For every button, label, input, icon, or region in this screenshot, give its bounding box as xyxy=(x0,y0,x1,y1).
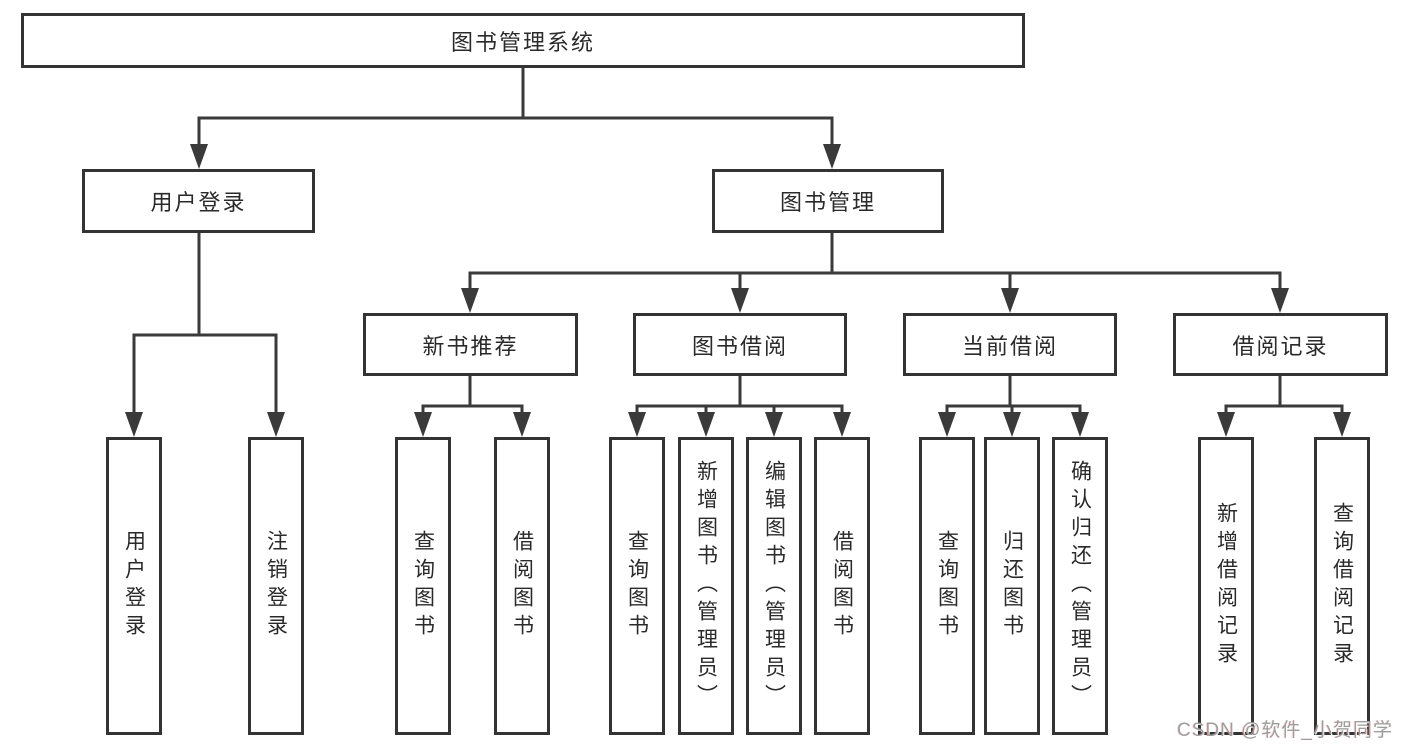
leaf-label: 借阅图书 xyxy=(830,530,854,642)
leaf-borrow-books: 借阅图书 xyxy=(814,437,870,735)
node-label: 新书推荐 xyxy=(422,333,519,359)
csdn-watermark: CSDN @软件_小贺同学 xyxy=(1177,720,1393,741)
leaf-query-books-current: 查询图书 xyxy=(919,437,975,735)
node-new-book-recommendation: 新书推荐 xyxy=(363,313,578,376)
node-book-borrowing: 图书借阅 xyxy=(633,313,847,376)
leaf-label: 新增借阅记录 xyxy=(1214,502,1238,670)
leaf-add-borrow-record: 新增借阅记录 xyxy=(1198,437,1254,735)
leaf-query-books-borrow: 查询图书 xyxy=(609,437,665,735)
node-current-borrowing: 当前借阅 xyxy=(903,313,1117,376)
node-user-login: 用户登录 xyxy=(82,169,315,233)
node-label: 用户登录 xyxy=(150,190,247,215)
leaf-query-books-newbooks: 查询图书 xyxy=(395,437,451,735)
leaf-label: 查询借阅记录 xyxy=(1330,502,1354,670)
node-label: 图书管理系统 xyxy=(450,29,595,55)
node-label: 图书管理 xyxy=(779,190,876,215)
leaf-label: 查询图书 xyxy=(625,530,649,642)
node-label: 借阅记录 xyxy=(1232,333,1329,359)
leaf-confirm-return-admin: 确认归还（管理员） xyxy=(1052,437,1108,735)
leaf-label: 新增图书（管理员） xyxy=(694,460,718,712)
leaf-edit-books-admin: 编辑图书（管理员） xyxy=(746,437,802,735)
leaf-add-books-admin: 新增图书（管理员） xyxy=(678,437,734,735)
leaf-label: 借阅图书 xyxy=(510,530,534,642)
leaf-borrow-books-newbooks: 借阅图书 xyxy=(494,437,550,735)
leaf-return-books: 归还图书 xyxy=(984,437,1040,735)
node-root-library-system: 图书管理系统 xyxy=(21,13,1025,68)
leaf-user-login: 用户登录 xyxy=(106,437,162,735)
node-borrowing-records: 借阅记录 xyxy=(1173,313,1388,376)
leaf-label: 用户登录 xyxy=(122,530,146,642)
leaf-label: 查询图书 xyxy=(935,530,959,642)
node-label: 当前借阅 xyxy=(961,333,1058,359)
leaf-logout: 注销登录 xyxy=(248,437,304,735)
leaf-query-borrow-record: 查询借阅记录 xyxy=(1314,437,1370,735)
leaf-label: 确认归还（管理员） xyxy=(1068,460,1092,712)
node-book-management: 图书管理 xyxy=(712,169,944,233)
leaf-label: 归还图书 xyxy=(1000,530,1024,642)
leaf-label: 注销登录 xyxy=(264,530,288,642)
leaf-label: 编辑图书（管理员） xyxy=(762,460,786,712)
tree-edges xyxy=(132,68,1344,414)
leaf-label: 查询图书 xyxy=(411,530,435,642)
node-label: 图书借阅 xyxy=(691,333,788,359)
arrow-down-icons xyxy=(125,144,1351,437)
